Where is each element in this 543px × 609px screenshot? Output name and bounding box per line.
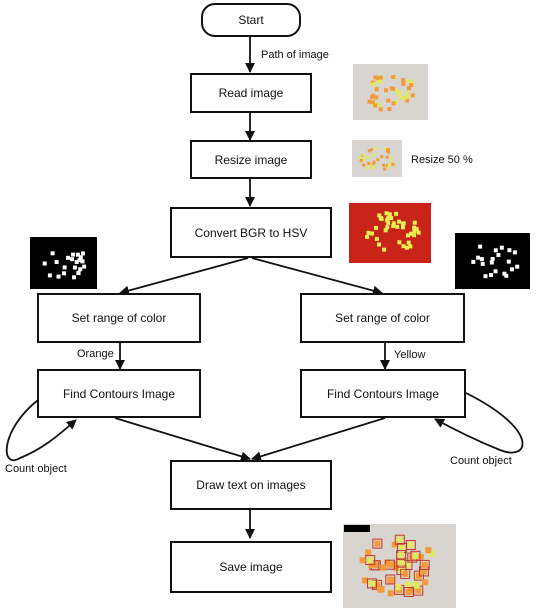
label-path-of-image: Path of image	[261, 49, 329, 61]
start-node: Start	[201, 3, 301, 37]
label-yellow: Yellow	[394, 349, 426, 361]
set-range-left-node: Set range of color	[37, 293, 201, 343]
arrow-convert-right	[251, 257, 383, 296]
result-image-thumbnail	[343, 524, 456, 608]
set-range-right-node: Set range of color	[300, 293, 465, 343]
loop-count-right	[434, 392, 524, 454]
label-resize-50: Resize 50 %	[411, 154, 473, 166]
convert-bgr-hsv-node: Convert BGR to HSV	[170, 207, 332, 258]
read-image-node: Read image	[190, 73, 312, 113]
draw-text-node: Draw text on images	[170, 460, 332, 510]
label-count-object-right: Count object	[450, 455, 512, 467]
original-photo-thumbnail	[353, 64, 428, 120]
orange-mask-thumbnail	[30, 237, 97, 289]
find-contours-right-node: Find Contours Image	[300, 369, 466, 418]
resized-photo-thumbnail	[352, 140, 402, 177]
save-image-node: Save image	[170, 541, 332, 593]
loop-count-left	[5, 399, 77, 461]
hsv-image-thumbnail	[349, 203, 431, 263]
arrow-contours-draw-right	[251, 417, 386, 462]
arrow-convert-left	[119, 257, 249, 296]
find-contours-left-node: Find Contours Image	[37, 369, 201, 418]
label-count-object-left: Count object	[5, 463, 67, 475]
arrow-contours-draw-left	[114, 417, 251, 462]
label-orange: Orange	[77, 348, 114, 360]
yellow-mask-thumbnail	[455, 233, 530, 289]
resize-image-node: Resize image	[190, 140, 312, 179]
